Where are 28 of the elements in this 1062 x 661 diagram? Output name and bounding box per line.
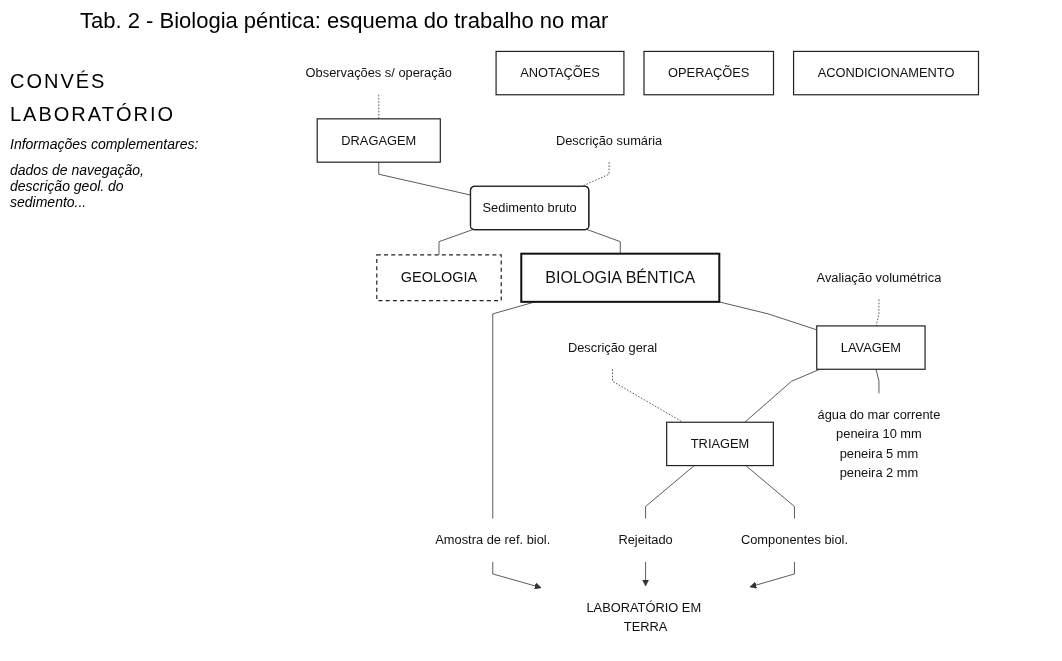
section-label: CONVÉS bbox=[10, 70, 108, 93]
node-text: Observações s/ operação bbox=[305, 65, 452, 80]
diagram-title: Tab. 2 - Biologia péntica: esquema do trabalho no mar bbox=[80, 8, 609, 34]
connector bbox=[875, 299, 880, 327]
node-box: DRAGAGEM bbox=[316, 118, 441, 163]
connector bbox=[612, 368, 684, 423]
node-box: LAVAGEM bbox=[816, 325, 926, 370]
node-box: GEOLOGIA bbox=[376, 254, 502, 302]
connector bbox=[645, 465, 695, 519]
node-text: Descrição geral bbox=[567, 340, 658, 355]
node-text: Amostra de ref. biol. bbox=[435, 533, 551, 547]
node-box: OPERAÇÕES bbox=[643, 50, 775, 96]
connector bbox=[745, 465, 795, 519]
node-box: TRIAGEM bbox=[666, 421, 774, 467]
node-text: água do mar corrente peneira 10 mm peneira 5 mm peneira 2 mm bbox=[817, 407, 941, 480]
node-box: BIOLOGIA BÉNTICA bbox=[520, 252, 721, 303]
node-text: LABORATÓRIO EM TERRA bbox=[586, 600, 702, 634]
note-text: Informações complementares: bbox=[10, 136, 200, 152]
node-box: ANOTAÇÕES bbox=[495, 50, 625, 96]
connector bbox=[875, 368, 880, 394]
note-text: dados de navegação, descrição geol. do sedimento... bbox=[10, 162, 145, 210]
node-text: Componentes biol. bbox=[740, 533, 849, 547]
connector bbox=[438, 229, 474, 256]
node-text: Descrição sumária bbox=[555, 133, 663, 147]
section-label: LABORATÓRIO bbox=[10, 103, 176, 126]
node-text: Avaliação volumétrica bbox=[816, 270, 942, 285]
node-box: ACONDICIONAMENTO bbox=[792, 50, 980, 96]
node-text: Rejeitado bbox=[618, 533, 673, 547]
